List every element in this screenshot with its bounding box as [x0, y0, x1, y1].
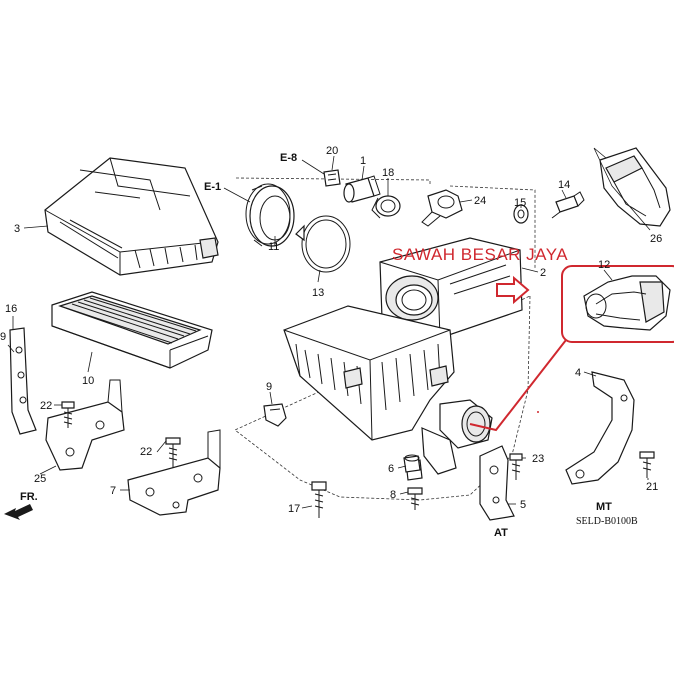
clamp-18: [371, 195, 401, 219]
label-1: 1: [360, 155, 366, 167]
label-at: AT: [494, 527, 508, 539]
air-cleaner-cover: [44, 157, 219, 276]
clip-9: [263, 403, 287, 427]
clip-20: [323, 169, 341, 187]
label-10: 10: [82, 375, 94, 387]
bracket-5-at: [479, 445, 515, 521]
diagram-code: SELD-B0100B: [576, 516, 638, 527]
front-direction-arrow: [4, 504, 33, 520]
bracket-4-mt: [565, 371, 635, 485]
label-18: 18: [382, 167, 394, 179]
sensor-1: [343, 175, 381, 203]
label-e8: E-8: [280, 152, 297, 164]
label-5: 5: [520, 499, 526, 511]
label-13: 13: [312, 287, 324, 299]
label-25: 25: [34, 473, 46, 485]
label-3: 3: [14, 223, 20, 235]
label-22b: 22: [140, 446, 152, 458]
label-16: 16: [5, 303, 17, 315]
bolt-22a: [61, 401, 75, 428]
label-23: 23: [532, 453, 544, 465]
label-22a: 22: [40, 400, 52, 412]
label-9b: 9: [266, 381, 272, 393]
label-mt: MT: [596, 501, 612, 513]
grommet-6: [403, 454, 421, 473]
label-7: 7: [110, 485, 116, 497]
bolt-22b: [165, 437, 181, 468]
label-24: 24: [474, 195, 486, 207]
air-filter-element: [51, 291, 213, 369]
grommet-24: [421, 189, 463, 227]
label-26: 26: [650, 233, 662, 245]
label-e1: E-1: [204, 181, 221, 193]
highlight-arrow: [469, 275, 567, 432]
label-20: 20: [326, 145, 338, 157]
highlighted-intake-duct-12: [561, 265, 674, 343]
label-17: 17: [288, 503, 300, 515]
front-label: FR.: [20, 491, 38, 503]
sensor-14: [551, 191, 585, 219]
part-labels: 3 16 9 10 22 25 22 7 E-1 11 13 E-8 20 1 …: [0, 145, 662, 539]
label-11: 11: [268, 241, 279, 253]
label-21: 21: [646, 481, 658, 493]
label-14: 14: [558, 179, 570, 191]
label-9a: 9: [0, 331, 6, 343]
bolt-21: [639, 451, 655, 478]
assembly-boundary: [234, 177, 536, 501]
hose-clamp-13: [295, 215, 351, 273]
seal-ring-11: [245, 183, 295, 247]
label-8: 8: [390, 489, 396, 501]
bolt-23: [509, 453, 523, 480]
label-6: 6: [388, 463, 394, 475]
air-duct-26: [599, 147, 671, 227]
bracket-16: [9, 327, 37, 435]
bolt-8: [407, 487, 423, 510]
leader-26: [593, 147, 651, 231]
label-15: 15: [514, 197, 526, 209]
air-cleaner-housing: [283, 237, 523, 481]
bracket-7: [127, 429, 221, 516]
leader-lines: [7, 155, 649, 509]
label-2: 2: [540, 267, 546, 279]
watermark: SAWAH BESAR JAYA: [392, 245, 568, 264]
label-12: 12: [598, 259, 610, 271]
label-4: 4: [575, 367, 581, 379]
bolt-17: [311, 481, 327, 518]
bracket-25: [45, 379, 125, 471]
